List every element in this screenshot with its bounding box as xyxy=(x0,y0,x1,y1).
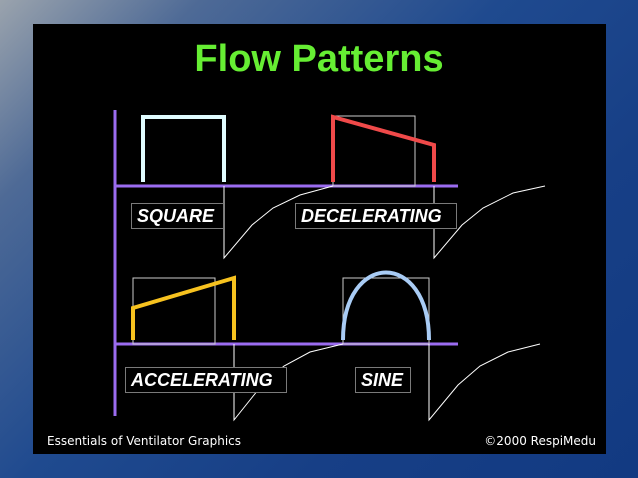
label-accelerating: ACCELERATING xyxy=(125,367,287,393)
sine-expiratory-curve xyxy=(428,343,541,422)
square-expiratory-curve xyxy=(223,185,334,260)
label-square: SQUARE xyxy=(131,203,224,229)
label-sine: SINE xyxy=(355,367,411,393)
footer-right-text: ©2000 RespiMedu xyxy=(484,434,596,448)
decelerating-flow-waveform xyxy=(331,114,436,182)
square-flow-waveform xyxy=(141,115,226,182)
footer-left-text: Essentials of Ventilator Graphics xyxy=(47,434,242,448)
sine-flow-waveform xyxy=(341,270,431,341)
slide-title: Flow Patterns xyxy=(194,38,444,80)
decelerating-expiratory-curve xyxy=(433,185,546,260)
sine-reference-box xyxy=(342,277,430,345)
accelerating-flow-waveform xyxy=(131,275,236,340)
label-decelerating: DECELERATING xyxy=(295,203,457,229)
